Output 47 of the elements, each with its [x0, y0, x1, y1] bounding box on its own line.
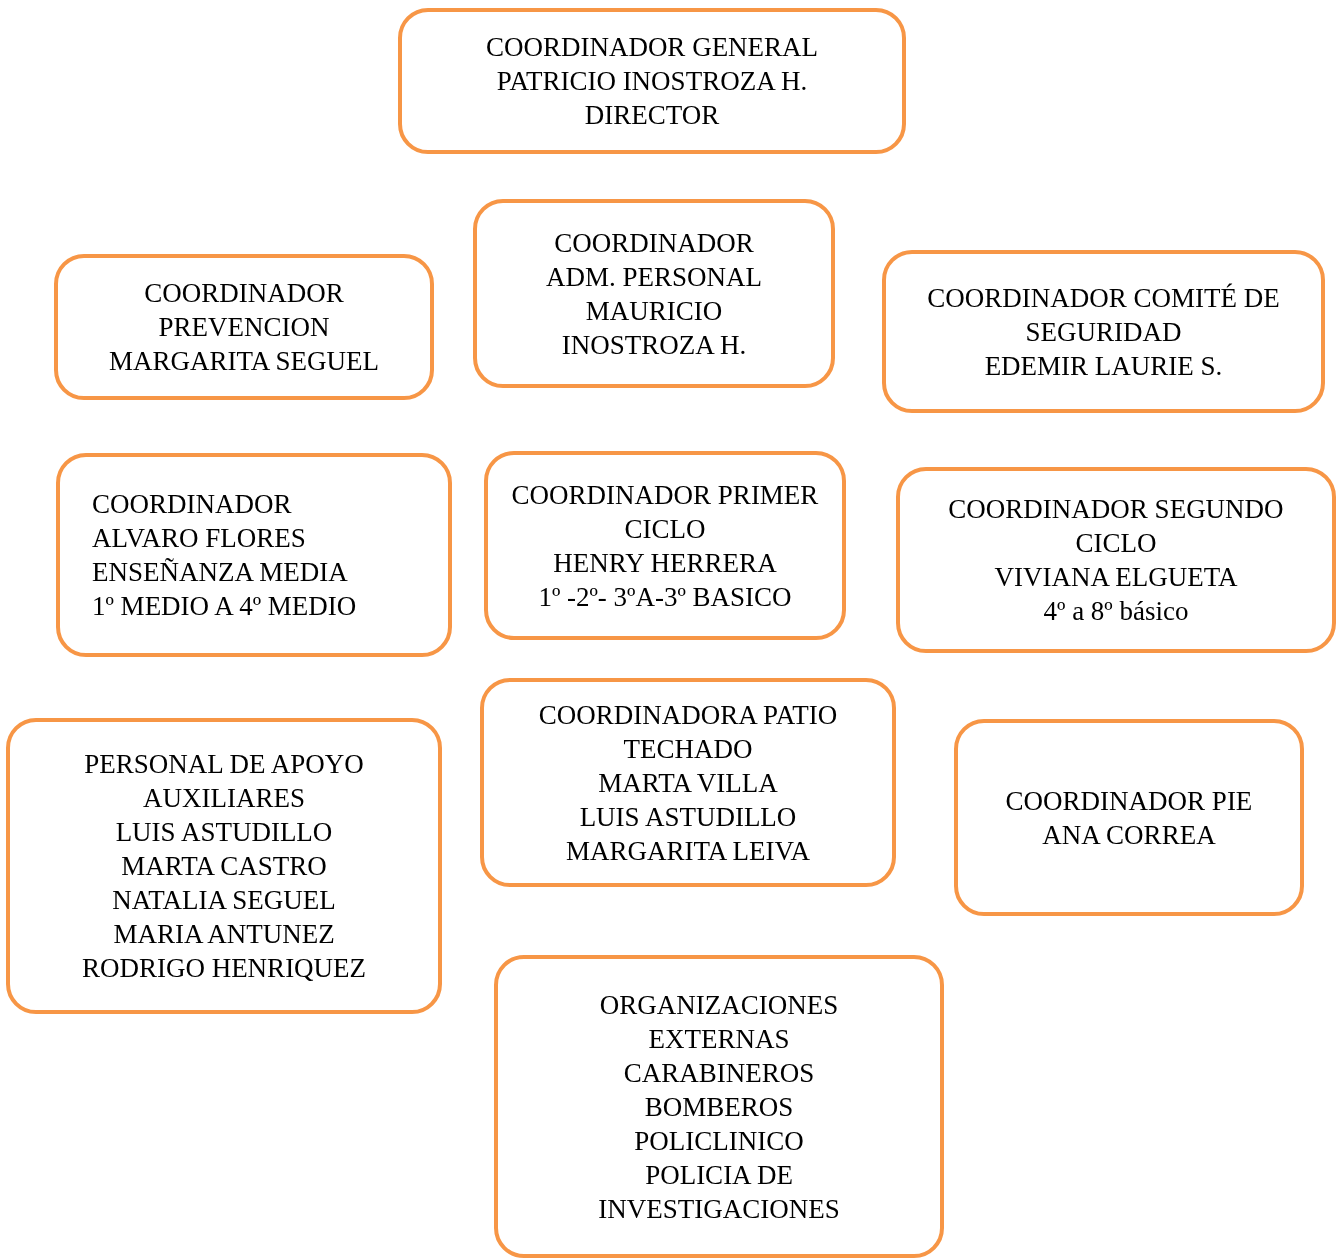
person-name: POLICLINICO: [634, 1124, 804, 1158]
role-title: COORDINADOR: [92, 488, 292, 521]
person-name: 1º MEDIO A 4º MEDIO: [92, 590, 357, 623]
person-name: ENSEÑANZA MEDIA: [92, 556, 348, 589]
role-title: COORDINADOR GENERAL: [485, 31, 819, 64]
role-title: COORDINADORA PATIO TECHADO: [537, 698, 839, 766]
role-box: [6, 718, 442, 1014]
person-name: RODRIGO HENRIQUEZ: [81, 952, 367, 985]
person-name: CARABINEROS: [623, 1056, 815, 1090]
role-title: COORDINADOR ADM. PERSONAL: [545, 226, 763, 294]
role-title: PERSONAL DE APOYO AUXILIARES: [83, 748, 365, 815]
role-box: [480, 678, 896, 887]
person-name: LUIS ASTUDILLO: [579, 800, 797, 834]
person-name: LUIS ASTUDILLO: [115, 816, 333, 849]
person-name: HENRY HERRERA: [553, 546, 777, 580]
person-name: POLICIA DE INVESTIGACIONES: [597, 1158, 841, 1226]
role-title: ORGANIZACIONES EXTERNAS: [598, 988, 840, 1056]
person-name: MARGARITA SEGUEL: [108, 345, 380, 378]
role-box: [473, 199, 835, 388]
person-name: BOMBEROS: [644, 1090, 794, 1124]
person-name: MARIA ANTUNEZ: [113, 918, 335, 951]
person-name: 1º -2º- 3ºA-3º BASICO: [538, 580, 792, 614]
role-box: [954, 719, 1304, 916]
person-name: ALVARO FLORES: [92, 522, 306, 555]
director-box: [398, 8, 906, 154]
person-name: 4º a 8º básico: [1043, 595, 1189, 628]
person-name: MARTA VILLA: [598, 766, 778, 800]
role-box: [54, 254, 434, 400]
role-title: COORDINADOR PIE: [1005, 784, 1253, 818]
role-box: [56, 453, 452, 657]
role-box: [494, 955, 944, 1258]
role-title: COORDINADOR SEGUNDO CICLO: [947, 493, 1285, 560]
role-box: [484, 451, 846, 640]
person-name: MARTA CASTRO: [121, 850, 327, 883]
role-box: [882, 250, 1325, 413]
role-title: COORDINADOR PRIMER CICLO: [510, 478, 820, 546]
role-title: COORDINADOR PREVENCION: [143, 277, 345, 344]
person-name: MARGARITA LEIVA: [565, 834, 811, 868]
role-title: COORDINADOR COMITÉ DE SEGURIDAD: [926, 281, 1281, 349]
role-box: [896, 467, 1336, 653]
person-name: VIVIANA ELGUETA: [994, 561, 1238, 594]
person-name: DIRECTOR: [584, 99, 720, 132]
person-name: MAURICIO INOSTROZA H.: [560, 294, 748, 362]
person-name: PATRICIO INOSTROZA H.: [496, 65, 808, 98]
person-name: NATALIA SEGUEL: [112, 884, 336, 917]
person-name: ANA CORREA: [1042, 818, 1216, 852]
person-name: EDEMIR LAURIE S.: [984, 349, 1223, 383]
